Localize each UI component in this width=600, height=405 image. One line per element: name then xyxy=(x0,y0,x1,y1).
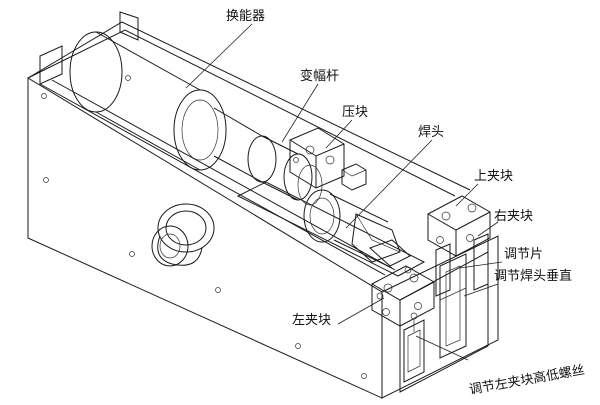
label-adjust-plate: 调节片 xyxy=(504,247,543,262)
transducer xyxy=(69,31,227,171)
label-upper-clamp: 上夹块 xyxy=(474,169,513,184)
label-adjust-left-screw: 调节左夹块高低螺丝 xyxy=(468,362,586,398)
weld-head xyxy=(236,181,426,277)
adjust-plate xyxy=(439,253,467,359)
label-weld-head: 焊头 xyxy=(418,124,444,140)
callout-labels: 换能器 变幅杆 压块 焊头 上夹块 右夹块 调节片 调节焊头垂直 左夹块 调节左… xyxy=(226,9,586,398)
press-block xyxy=(289,127,367,191)
front-connector xyxy=(151,203,215,267)
left-clamp xyxy=(371,265,435,327)
label-press-block: 压块 xyxy=(342,105,368,120)
left-clamp-height-screw xyxy=(403,312,425,383)
label-booster: 变幅杆 xyxy=(300,68,339,84)
label-adjust-vertical: 调节焊头垂直 xyxy=(494,268,572,284)
upper-clamp xyxy=(427,195,491,297)
back-tab xyxy=(39,45,63,85)
label-transducer: 换能器 xyxy=(226,9,265,24)
housing-frame xyxy=(27,11,499,399)
label-right-clamp: 右夹块 xyxy=(494,209,533,224)
leader-lines xyxy=(185,23,503,361)
left-side-panel xyxy=(27,77,383,399)
booster xyxy=(213,107,323,206)
label-left-clamp: 左夹块 xyxy=(292,313,331,328)
back-rim xyxy=(27,21,471,191)
